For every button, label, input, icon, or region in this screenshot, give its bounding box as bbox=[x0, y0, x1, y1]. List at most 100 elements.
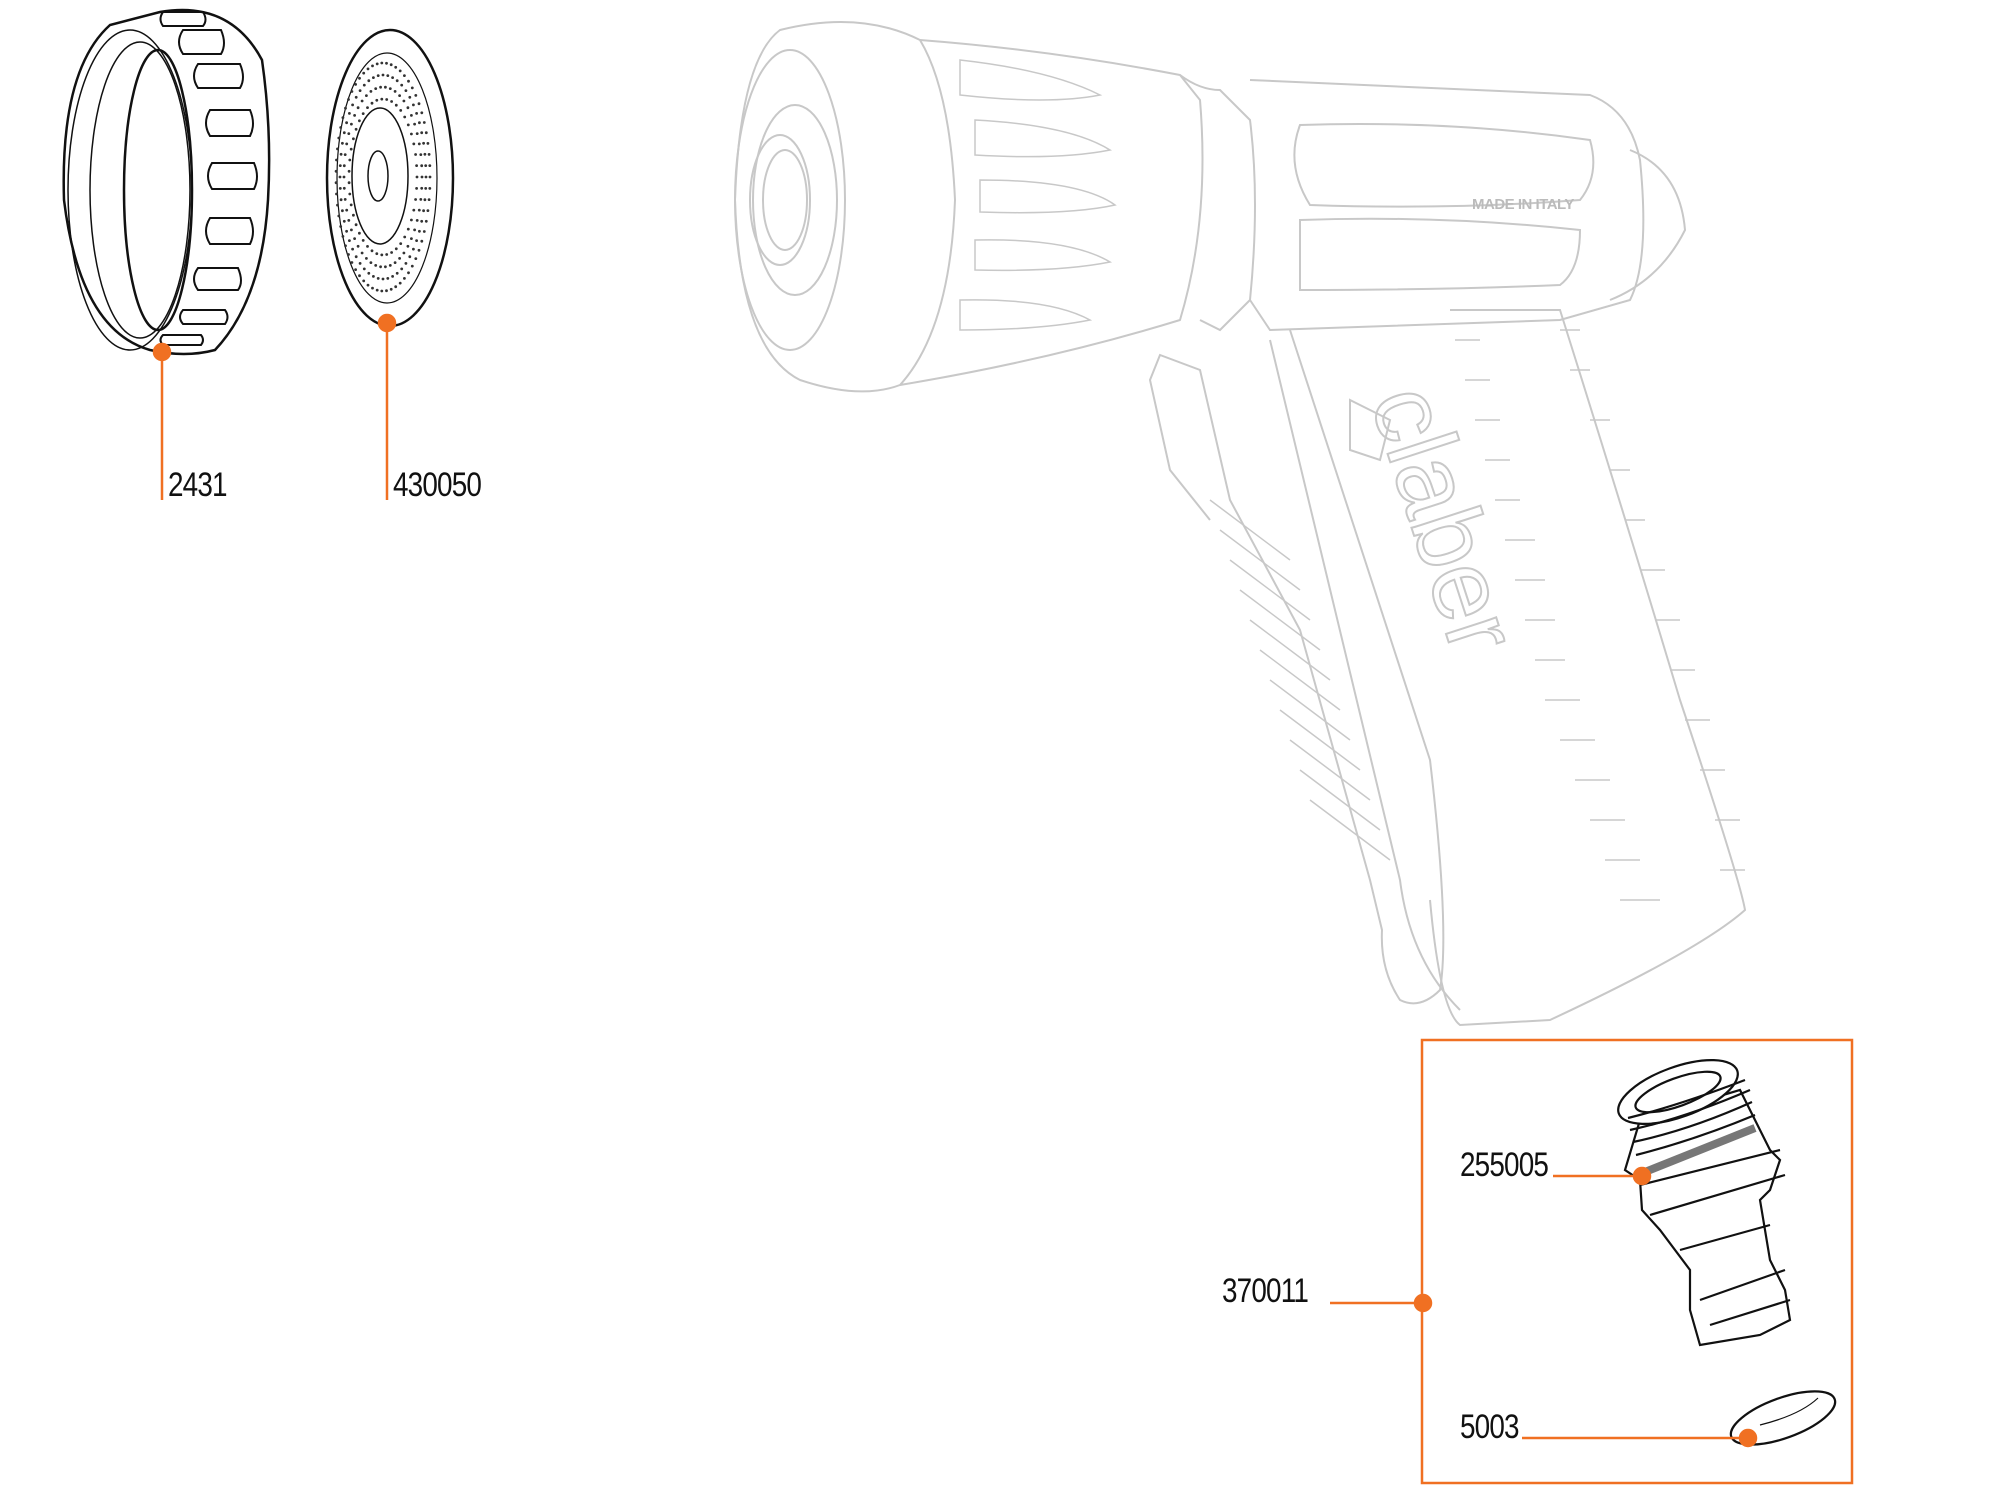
perforation-dot bbox=[424, 219, 428, 223]
perforation-dot bbox=[347, 181, 351, 185]
perforation-dot bbox=[367, 271, 371, 275]
part-label-2431: 2431 bbox=[168, 466, 228, 504]
perforation-dot bbox=[403, 235, 407, 239]
perforation-dot bbox=[422, 209, 425, 213]
perforation-dot bbox=[336, 147, 339, 151]
perforation-dot bbox=[424, 187, 428, 190]
perforation-dot bbox=[358, 89, 362, 92]
perforation-dot bbox=[418, 229, 421, 233]
perforation-dot bbox=[415, 187, 418, 190]
perforation-dot bbox=[413, 122, 416, 126]
perforation-dot bbox=[420, 239, 424, 243]
perforation-dot bbox=[354, 223, 358, 227]
perforation-dot bbox=[407, 271, 410, 275]
perforation-dot bbox=[379, 85, 382, 89]
perforation-dot bbox=[349, 203, 353, 207]
perforation-dot bbox=[424, 131, 428, 135]
perforation-dot bbox=[410, 114, 413, 117]
perforation-dot bbox=[353, 114, 356, 117]
perforation-dot bbox=[360, 251, 364, 255]
perforation-dot bbox=[415, 175, 419, 179]
perforation-dot bbox=[350, 90, 354, 93]
perforation-dot bbox=[345, 229, 348, 233]
perforation-dot bbox=[415, 132, 419, 136]
part-label-5003: 5003 bbox=[1460, 1408, 1520, 1446]
perforation-dot bbox=[371, 64, 374, 68]
perforation-dot bbox=[402, 99, 406, 103]
perforation-dot bbox=[352, 137, 355, 141]
perforation-dot bbox=[347, 219, 351, 222]
perforation-dot bbox=[344, 106, 347, 110]
perforation-dot bbox=[375, 98, 379, 102]
perforation-dot bbox=[350, 122, 353, 126]
perforation-dot bbox=[336, 203, 339, 207]
perforation-dot bbox=[374, 87, 378, 90]
perforation-dot bbox=[404, 89, 408, 92]
perforation-dot bbox=[410, 237, 413, 241]
perforation-dot bbox=[410, 132, 413, 136]
perforation-dot bbox=[422, 141, 425, 145]
perforation-dot bbox=[365, 94, 368, 97]
perforation-dot bbox=[361, 239, 365, 242]
perforation-dot bbox=[384, 265, 387, 269]
perforation-dot bbox=[347, 132, 351, 136]
perforation-dot bbox=[423, 152, 427, 156]
perforation-dot bbox=[420, 186, 424, 190]
perforation-dot bbox=[406, 244, 410, 248]
spray-gun-drawing: claber bbox=[733, 21, 1747, 1027]
perforation-dot bbox=[418, 121, 421, 125]
perforation-dot bbox=[366, 283, 370, 287]
perforation-dot bbox=[394, 103, 398, 107]
perforation-dot bbox=[348, 158, 352, 162]
perforation-dot bbox=[345, 208, 349, 212]
perforation-dot bbox=[344, 244, 347, 248]
perforation-dot bbox=[375, 62, 379, 66]
perforation-dot bbox=[341, 209, 344, 213]
perforation-dot bbox=[374, 264, 378, 267]
perforation-dot bbox=[417, 248, 421, 252]
perforation-dot bbox=[398, 281, 402, 285]
perforation-dot bbox=[348, 192, 352, 196]
perforation-dot bbox=[339, 225, 343, 228]
perforation-dot bbox=[428, 175, 432, 179]
perforation-dot bbox=[381, 277, 385, 281]
perforation-dot bbox=[428, 187, 432, 190]
perforation-dot bbox=[417, 142, 421, 146]
perforation-dot bbox=[410, 264, 414, 268]
perforation-dot bbox=[426, 209, 430, 213]
perforation-dot bbox=[341, 116, 345, 119]
perforation-dot bbox=[412, 142, 416, 146]
perforation-dot bbox=[385, 61, 388, 65]
perforation-dot bbox=[417, 102, 421, 106]
perforation-dot bbox=[420, 164, 424, 168]
perforation-dot bbox=[406, 123, 410, 127]
adapter-kit-box bbox=[1420, 1038, 1854, 1485]
perforation-dot bbox=[347, 98, 350, 101]
perforation-dot bbox=[376, 277, 380, 280]
perforation-dot bbox=[406, 227, 410, 231]
perforation-dot bbox=[419, 198, 423, 201]
perforation-dot bbox=[352, 213, 355, 217]
perforation-dot bbox=[393, 261, 397, 264]
spray-disc-drawing bbox=[325, 28, 455, 328]
perforation-dot bbox=[335, 192, 338, 196]
perforation-dot bbox=[399, 109, 403, 112]
perforation-dot bbox=[389, 63, 393, 67]
perforation-dot bbox=[356, 244, 360, 248]
perforation-dot bbox=[419, 153, 423, 157]
perforation-dot bbox=[380, 289, 384, 293]
perforation-dot bbox=[366, 245, 369, 248]
perforation-dot bbox=[338, 175, 342, 179]
perforation-dot bbox=[422, 230, 426, 233]
perforation-dot bbox=[407, 79, 410, 83]
perforation-dot bbox=[354, 127, 358, 131]
perforation-dot bbox=[358, 231, 361, 235]
perforation-dot bbox=[365, 257, 368, 260]
perforation-dot bbox=[356, 106, 360, 110]
perforation-dot bbox=[366, 67, 370, 71]
made-in-italy-imprint: MADE IN ITALY bbox=[1472, 196, 1574, 213]
perforation-dot bbox=[386, 74, 390, 77]
perforation-dot bbox=[408, 255, 412, 259]
perforation-dot bbox=[412, 247, 415, 251]
